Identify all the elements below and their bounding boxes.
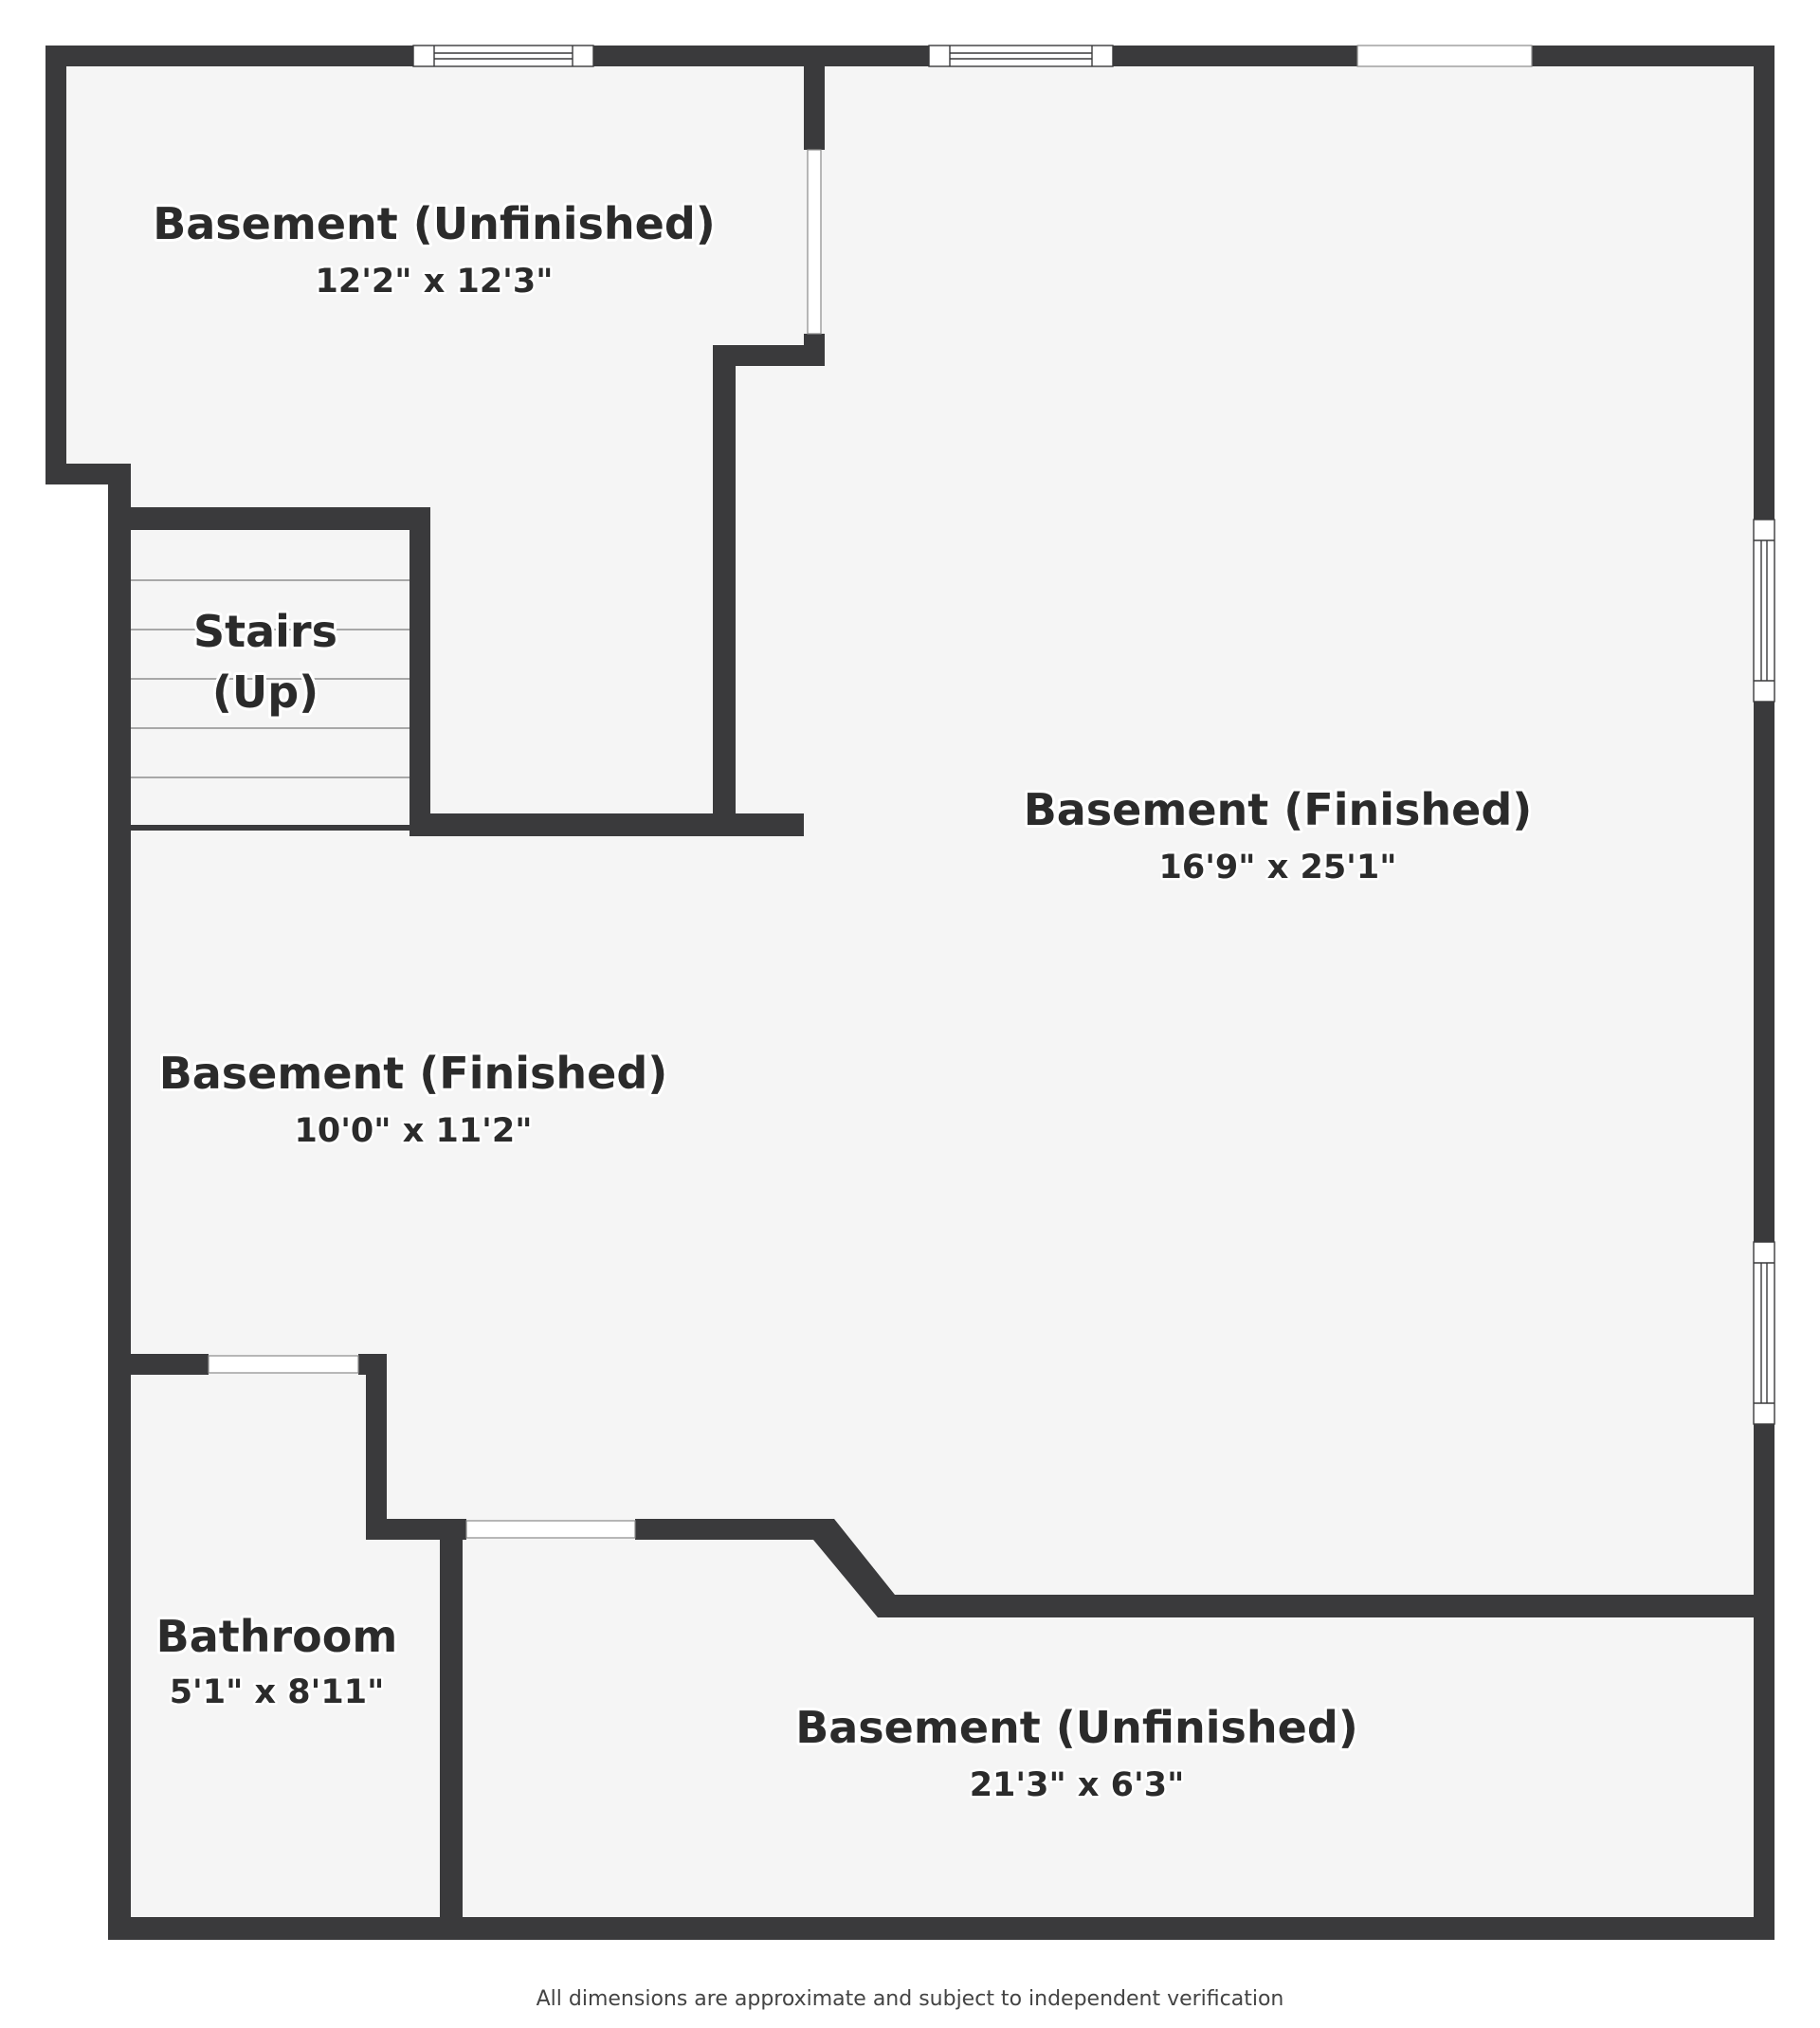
room-dims-unfinished-bottom: 21'3" x 6'3" [970, 1766, 1185, 1804]
wall-left-upper [46, 46, 66, 484]
room-name-stairs-direction: (Up) [212, 667, 318, 718]
room-name-finished-left: Basement (Finished) [159, 1048, 668, 1099]
floor-area [57, 57, 1754, 1925]
room-name-unfinished-top-left: Basement (Unfinished) [153, 198, 716, 249]
room-dims-bathroom: 5'1" x 8'11" [170, 1673, 385, 1711]
wall-bath-step-bottom [366, 1519, 461, 1540]
window-top-left [412, 45, 594, 67]
wall-bath-top-left [108, 1354, 209, 1375]
window-right-lower [1753, 1241, 1775, 1425]
windows [412, 45, 1775, 1425]
room-name-bathroom: Bathroom [156, 1611, 398, 1662]
wall-stair-top [108, 507, 430, 530]
bottom-room-door [465, 1520, 636, 1539]
walls [46, 46, 1774, 1940]
wall-partition-top [804, 46, 825, 150]
room-name-stairs: Stairs [193, 606, 337, 657]
wall-partition-jog [713, 345, 825, 366]
openings [208, 45, 1533, 1539]
wall-stair-right [410, 507, 430, 836]
disclaimer-text: All dimensions are approximate and subje… [536, 1987, 1284, 2011]
wall-bottom [108, 1917, 1774, 1940]
window-right-upper [1753, 519, 1775, 703]
wall-bottom-room-left [440, 1519, 466, 1540]
stair-treads [131, 579, 410, 828]
room-dims-finished-left: 10'0" x 11'2" [295, 1112, 533, 1150]
wall-left-lower [108, 464, 131, 1940]
wall-bath-step [366, 1354, 387, 1540]
room-dims-finished-large: 16'9" x 25'1" [1159, 849, 1397, 886]
wall-partition-bottom [410, 813, 804, 836]
window-top-mid [928, 45, 1114, 67]
partition-opening [807, 149, 822, 335]
room-labels: Basement (Unfinished) 12'2" x 12'3" Base… [150, 195, 1535, 1807]
room-name-unfinished-bottom: Basement (Unfinished) [795, 1702, 1358, 1753]
room-dims-unfinished-top-left: 12'2" x 12'3" [316, 263, 554, 301]
wall-bottom-room-diagonal [813, 1519, 895, 1617]
wall-bottom-room-right [878, 1595, 1774, 1617]
wall-right [1754, 46, 1774, 1940]
wall-bath-right [440, 1519, 463, 1940]
top-opening [1356, 45, 1533, 67]
wall-stair-bottom [108, 825, 430, 831]
wall-partition-vertical [713, 345, 736, 836]
room-name-finished-large: Basement (Finished) [1024, 784, 1533, 835]
bath-door [208, 1355, 359, 1374]
wall-bottom-room-mid [635, 1519, 825, 1540]
